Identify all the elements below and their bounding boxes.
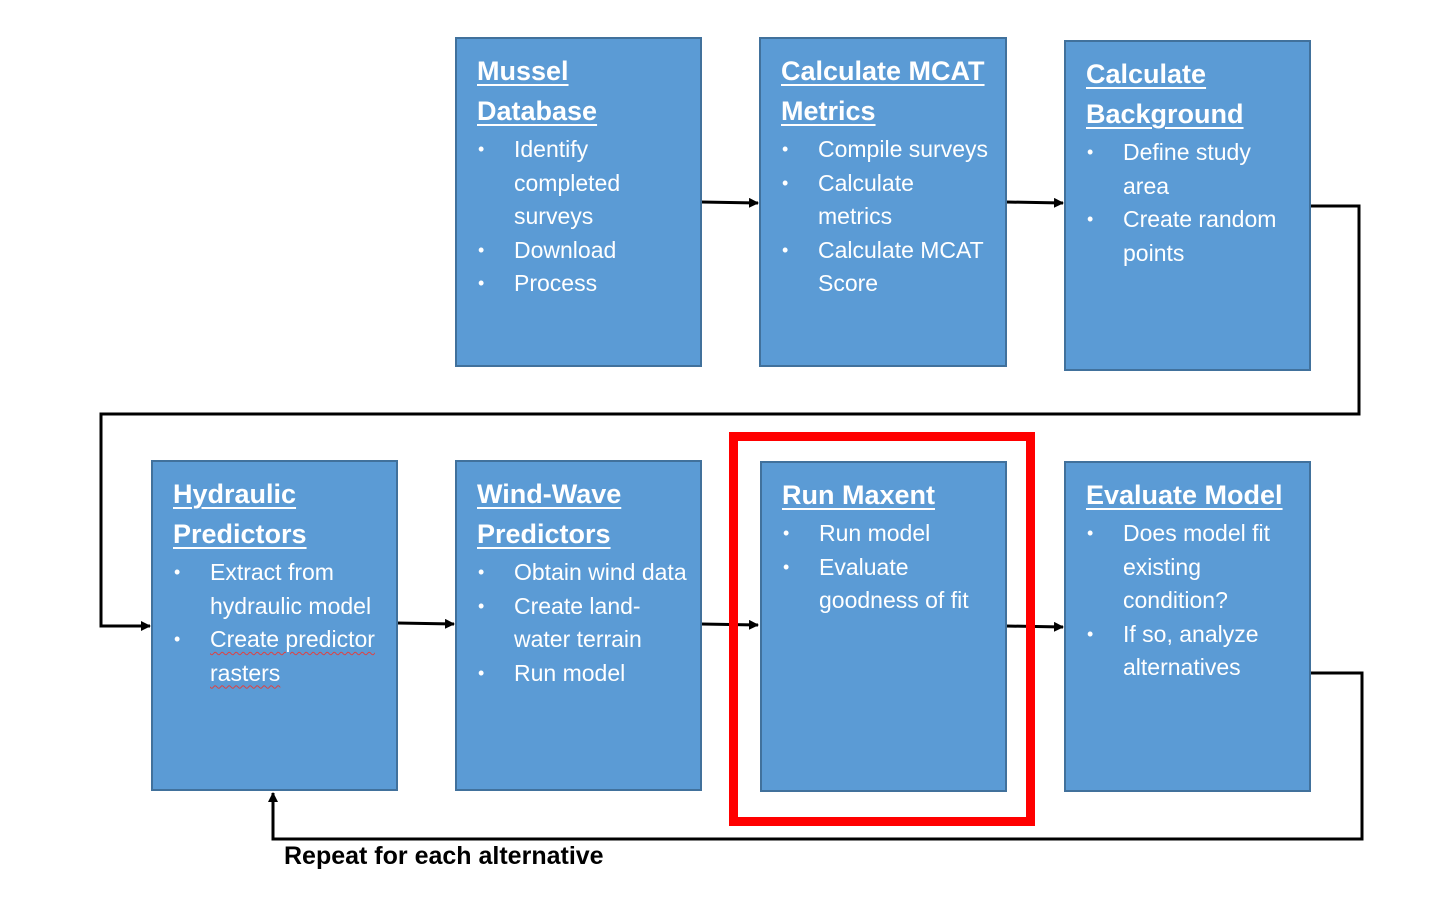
bullet-list: Compile surveys Calculate metrics Calcul… bbox=[781, 133, 993, 301]
box-title: Mussel Database bbox=[477, 56, 598, 126]
bullet-item: Create predictor rasters bbox=[173, 623, 384, 690]
bullet-item: Obtain wind data bbox=[477, 556, 688, 590]
box-wind-wave-predictors: Wind-Wave Predictors Obtain wind data Cr… bbox=[455, 460, 702, 791]
bullet-item: Run model bbox=[782, 517, 993, 551]
bullet-list: Run model Evaluate goodness of fit bbox=[782, 517, 993, 618]
bullet-item: Calculate metrics bbox=[781, 167, 993, 234]
box-title: Run Maxent bbox=[782, 480, 936, 510]
bullet-list: Does model fit existing condition? If so… bbox=[1086, 517, 1297, 685]
bullet-item: Run model bbox=[477, 657, 688, 691]
spellcheck-underlined-text: Create predictor rasters bbox=[210, 626, 375, 686]
bullet-list: Extract from hydraulic model Create pred… bbox=[173, 556, 384, 690]
box-run-maxent: Run Maxent Run model Evaluate goodness o… bbox=[760, 461, 1007, 792]
box-title: Hydraulic Predictors bbox=[173, 479, 307, 549]
arrow-hydraulic-to-windwave bbox=[396, 618, 455, 629]
box-hydraulic-predictors: Hydraulic Predictors Extract from hydrau… bbox=[151, 460, 398, 791]
box-calculate-mcat-metrics: Calculate MCAT Metrics Compile surveys C… bbox=[759, 37, 1007, 367]
arrow-mussel-to-mcat bbox=[700, 197, 759, 208]
arrow-background-to-hydraulic bbox=[99, 204, 1361, 631]
bullet-item: Extract from hydraulic model bbox=[173, 556, 384, 623]
bullet-item: Create land-water terrain bbox=[477, 590, 688, 657]
bullet-item: Does model fit existing condition? bbox=[1086, 517, 1297, 618]
box-title: Calculate Background bbox=[1086, 59, 1244, 129]
run-maxent-highlight-frame bbox=[729, 432, 1035, 826]
box-evaluate-model: Evaluate Model Does model fit existing c… bbox=[1064, 461, 1311, 792]
box-mussel-database: Mussel Database Identify completed surve… bbox=[455, 37, 702, 367]
repeat-loop-label: Repeat for each alternative bbox=[284, 842, 604, 870]
box-title: Evaluate Model bbox=[1086, 480, 1283, 510]
bullet-list: Obtain wind data Create land-water terra… bbox=[477, 556, 688, 690]
bullet-item: Create random points bbox=[1086, 203, 1297, 270]
bullet-item: Evaluate goodness of fit bbox=[782, 551, 993, 618]
bullet-list: Define study area Create random points bbox=[1086, 136, 1297, 270]
box-title: Wind-Wave Predictors bbox=[477, 479, 622, 549]
bullet-item: Process bbox=[477, 267, 688, 301]
bullet-item: Download bbox=[477, 234, 688, 268]
bullet-item: Identify completed surveys bbox=[477, 133, 688, 234]
bullet-item: If so, analyze alternatives bbox=[1086, 618, 1297, 685]
bullet-item: Define study area bbox=[1086, 136, 1297, 203]
bullet-item: Calculate MCAT Score bbox=[781, 234, 993, 301]
box-title: Calculate MCAT Metrics bbox=[781, 56, 985, 126]
arrow-repeat-loop bbox=[268, 671, 1364, 841]
box-calculate-background: Calculate Background Define study area C… bbox=[1064, 40, 1311, 371]
bullet-item: Compile surveys bbox=[781, 133, 993, 167]
bullet-list: Identify completed surveys Download Proc… bbox=[477, 133, 688, 301]
arrow-mcat-to-background bbox=[1005, 197, 1064, 208]
